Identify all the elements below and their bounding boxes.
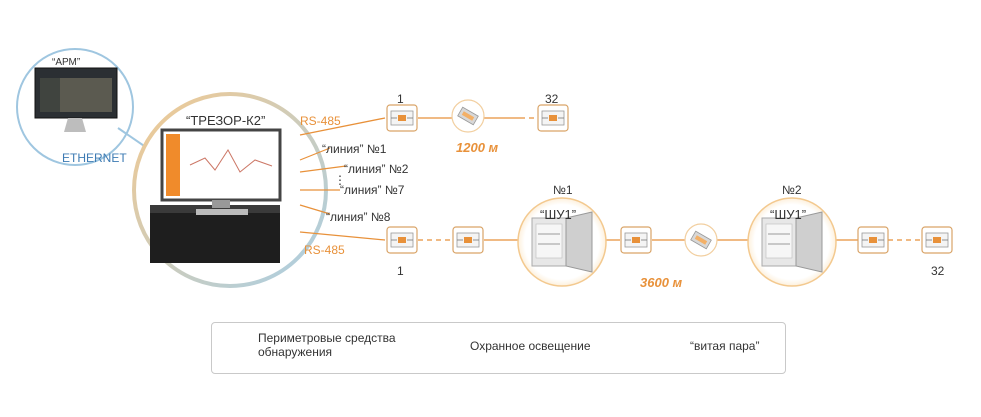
line1-first-index: 1 [397, 92, 404, 106]
cabinet1-number: №1 [553, 183, 573, 197]
legend-light-label: Охранное освещение [470, 339, 591, 353]
workstation-label: “АРМ” [52, 57, 81, 68]
security-light-icon [451, 99, 485, 133]
line8-name: “линия” №8 [326, 210, 391, 224]
server-bubble [132, 92, 328, 288]
legend-perimeter-label: Периметровые средства обнаружения [258, 331, 396, 359]
rs485-line1 [299, 117, 386, 136]
legend-twisted-pair-label: “витая пара” [690, 339, 760, 353]
legend [211, 322, 786, 374]
workstation-bubble [16, 48, 134, 166]
line1-name: “линия” №1 [322, 142, 387, 156]
rs485-line8 [299, 231, 386, 241]
perimeter-detector-icon [620, 226, 652, 254]
line8-last-index: 32 [931, 264, 945, 278]
perimeter-detector-icon [386, 104, 418, 132]
perimeter-detector-icon [857, 226, 889, 254]
perimeter-detector-icon [537, 104, 569, 132]
line8-distance: 3600 м [640, 275, 683, 290]
line8-protocol: RS-485 [304, 243, 345, 257]
line8-first-index: 1 [397, 264, 404, 278]
cabinet2-number: №2 [782, 183, 802, 197]
cabinet2-label: “ШУ1” [770, 207, 807, 222]
line1-protocol: RS-485 [300, 114, 341, 128]
line7-name: “линия” №7 [340, 183, 405, 197]
server-label: “ТРЕЗОР-К2” [186, 113, 266, 128]
ethernet-label: ETHERNET [62, 151, 127, 165]
line1-distance: 1200 м [456, 140, 499, 155]
line1-last-index: 32 [545, 92, 559, 106]
line2-name: “линия” №2 [344, 162, 409, 176]
security-light-icon [684, 223, 718, 257]
perimeter-detector-icon [921, 226, 953, 254]
cabinet1-label: “ШУ1” [540, 207, 577, 222]
perimeter-detector-icon [452, 226, 484, 254]
perimeter-detector-icon [386, 226, 418, 254]
lines-ellipsis: ⋮ [334, 173, 346, 187]
